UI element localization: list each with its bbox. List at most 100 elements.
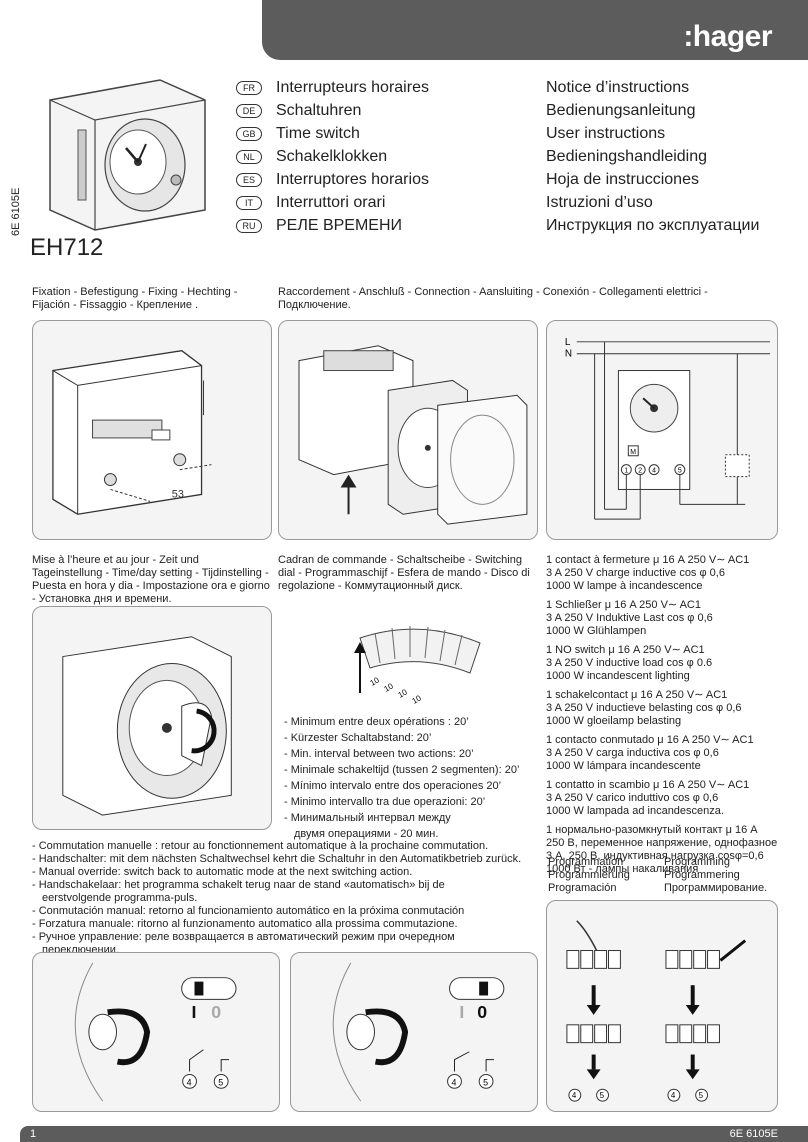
lang-name: Schaltuhren <box>276 101 362 119</box>
programming-caption-col2: Programming Programmering Программирован… <box>664 856 794 895</box>
lang-name: Interruptores horarios <box>276 170 429 188</box>
wire-t4: 4 <box>652 468 656 475</box>
min-interval-list: - Minimum entre deux opérations : 20’ - … <box>284 714 539 842</box>
lang-code: IT <box>236 195 262 210</box>
language-row: IT Interruttori orari Istruzioni d’uso <box>236 191 796 214</box>
pg-b5: 5 <box>699 1091 704 1100</box>
lang-code: NL <box>236 149 262 164</box>
list-item: - Min. interval between two actions: 20’ <box>284 748 474 760</box>
header-bar: :hager <box>262 0 808 60</box>
spec-block: 1 contact à fermeture μ 16 A 250 V∼ AC1 … <box>546 554 796 593</box>
spec-line: 1000 W lámpara incandescente <box>546 760 701 772</box>
override-panel-manual: I 0 4 5 <box>290 952 538 1112</box>
spec-line: 1 schakelcontact μ 16 A 250 V∼ AC1 <box>546 689 728 701</box>
spec-line: 1 NO switch μ 16 A 250 V∼ AC1 <box>546 644 705 656</box>
list-item: Programming <box>664 856 731 868</box>
spec-line: 1000 W Glühlampen <box>546 625 647 637</box>
lang-doc: Bedieningshandleiding <box>546 147 708 165</box>
spec-line: 250 В, переменное напряжение, однофазное <box>546 837 778 849</box>
ov1-t5: 5 <box>218 1077 223 1087</box>
lang-code: DE <box>236 103 262 118</box>
spec-line: 1 Schließer μ 16 A 250 V∼ AC1 <box>546 599 701 611</box>
spec-line: 3 A 250 V Induktive Last cos φ 0,6 <box>546 612 713 624</box>
list-item: Programación <box>548 882 617 894</box>
connection-caption: Raccordement - Anschluß - Connection - A… <box>278 286 708 311</box>
list-item: Programmering <box>664 869 740 881</box>
spec-block: 1 нормально-разомкнутый контакт μ 16 A 2… <box>546 824 796 876</box>
spec-block: 1 NO switch μ 16 A 250 V∼ AC1 3 A 250 V … <box>546 644 796 683</box>
ov2-on: I <box>459 1002 464 1022</box>
lang-name: Schakelklokken <box>276 147 388 165</box>
page-number: 1 <box>30 1128 37 1140</box>
list-item: - Minimale schakeltijd (tussen 2 segment… <box>284 764 520 776</box>
list-item: - Minimo intervallo tra due operazioni: … <box>284 796 486 808</box>
pg-a5: 5 <box>600 1091 605 1100</box>
spec-line: 3 A 250 V inductive load cos φ 0.6 <box>546 657 713 669</box>
footer-doc-code: 6E 6105E <box>729 1128 778 1140</box>
footer-bar: 1 6E 6105E <box>20 1126 808 1142</box>
list-item: - Handschalter: mit dem nächsten Schaltw… <box>32 853 522 865</box>
spec-line: 1000 Вт - лампы накаливания <box>546 863 699 875</box>
list-item: - Минимальный интервал между <box>284 812 451 824</box>
list-item: - Mínimo intervalo entre dos operaciones… <box>284 780 502 792</box>
ov2-t5: 5 <box>483 1077 488 1087</box>
lang-name: РЕЛЕ ВРЕМЕНИ <box>276 216 403 234</box>
language-row: ES Interruptores horarios Hoja de instrucc… <box>236 168 796 191</box>
wire-t5: 5 <box>678 468 682 475</box>
spec-line: 1 contatto in scambio μ 16 A 250 V∼ AC1 <box>546 779 750 791</box>
list-item: - Kürzester Schaltabstand: 20’ <box>284 732 432 744</box>
language-row: GB Time switch User instructions <box>236 122 796 145</box>
list-item: - Handschakelaar: het programma schakelt… <box>32 879 445 891</box>
wire-N: N <box>565 349 572 360</box>
tick-3: 10 <box>411 693 424 706</box>
list-item: двумя операциями - 20 мин. <box>294 828 439 840</box>
language-row: NL Schakelklokken Bedieningshandleiding <box>236 145 796 168</box>
lang-code: GB <box>236 126 262 141</box>
list-item: - Minimum entre deux opérations : 20’ <box>284 716 469 728</box>
list-item: eerstvolgende programma-puls. <box>42 892 198 904</box>
lang-doc: Hoja de instrucciones <box>546 170 699 188</box>
doc-code-vertical: 6E 6105E <box>10 187 22 236</box>
ov2-off: 0 <box>477 1002 487 1022</box>
spec-line: 1000 W gloeilamp belasting <box>546 715 682 727</box>
spec-line: 3 A 250 V carga inductiva cos φ 0,6 <box>546 747 719 759</box>
list-item: Programmation <box>548 856 624 868</box>
fixing-caption: Fixation - Befestigung - Fixing - Hechti… <box>32 286 238 311</box>
spec-line: 1 contact à fermeture μ 16 A 250 V∼ AC1 <box>546 554 750 566</box>
list-item: Programmierung <box>548 869 630 881</box>
list-item: - Conmutación manual: retorno al funcion… <box>32 905 465 917</box>
lang-name: Interrupteurs horaires <box>276 78 429 96</box>
time-setting-panel <box>32 606 272 830</box>
spec-block: 1 contatto in scambio μ 16 A 250 V∼ AC1 … <box>546 779 796 818</box>
wire-t2: 2 <box>638 468 642 475</box>
lang-doc: Istruzioni d’uso <box>546 193 653 211</box>
lang-name: Interruttori orari <box>276 193 386 211</box>
spec-line: 1000 W incandescent lighting <box>546 670 690 682</box>
spec-block: 1 contacto conmutado μ 16 A 250 V∼ AC1 3… <box>546 734 796 773</box>
wire-t1: 1 <box>624 468 628 475</box>
list-item: - Commutation manuelle : retour au fonct… <box>32 840 489 852</box>
spec-line: 3 A 250 V carico induttivo cos φ 0,6 <box>546 792 719 804</box>
model-number: EH712 <box>30 234 104 261</box>
pg-b4: 4 <box>671 1091 676 1100</box>
lang-doc: User instructions <box>546 124 666 142</box>
wiring-panel: L N M 1 2 4 5 <box>546 320 778 540</box>
lang-code: ES <box>236 172 262 187</box>
wire-L: L <box>565 337 571 348</box>
connection-panel <box>278 320 538 540</box>
tick-2: 10 <box>397 687 410 700</box>
list-item: Программирование. <box>664 882 768 894</box>
lang-doc: Инструкция по эксплуатации <box>546 216 760 234</box>
pg-a4: 4 <box>572 1091 577 1100</box>
fixing-dim: 53 <box>172 488 184 500</box>
lang-name: Time switch <box>276 124 360 142</box>
override-panel-auto: I 0 4 5 <box>32 952 280 1112</box>
tick-1: 10 <box>383 681 396 694</box>
ov1-t4: 4 <box>187 1077 192 1087</box>
spec-line: 1000 W lampe à incandescence <box>546 580 703 592</box>
dial-illustration: 10 10 10 10 <box>340 618 490 708</box>
product-illustration <box>30 70 220 240</box>
specs-list: 1 contact à fermeture μ 16 A 250 V∼ AC1 … <box>546 554 796 882</box>
